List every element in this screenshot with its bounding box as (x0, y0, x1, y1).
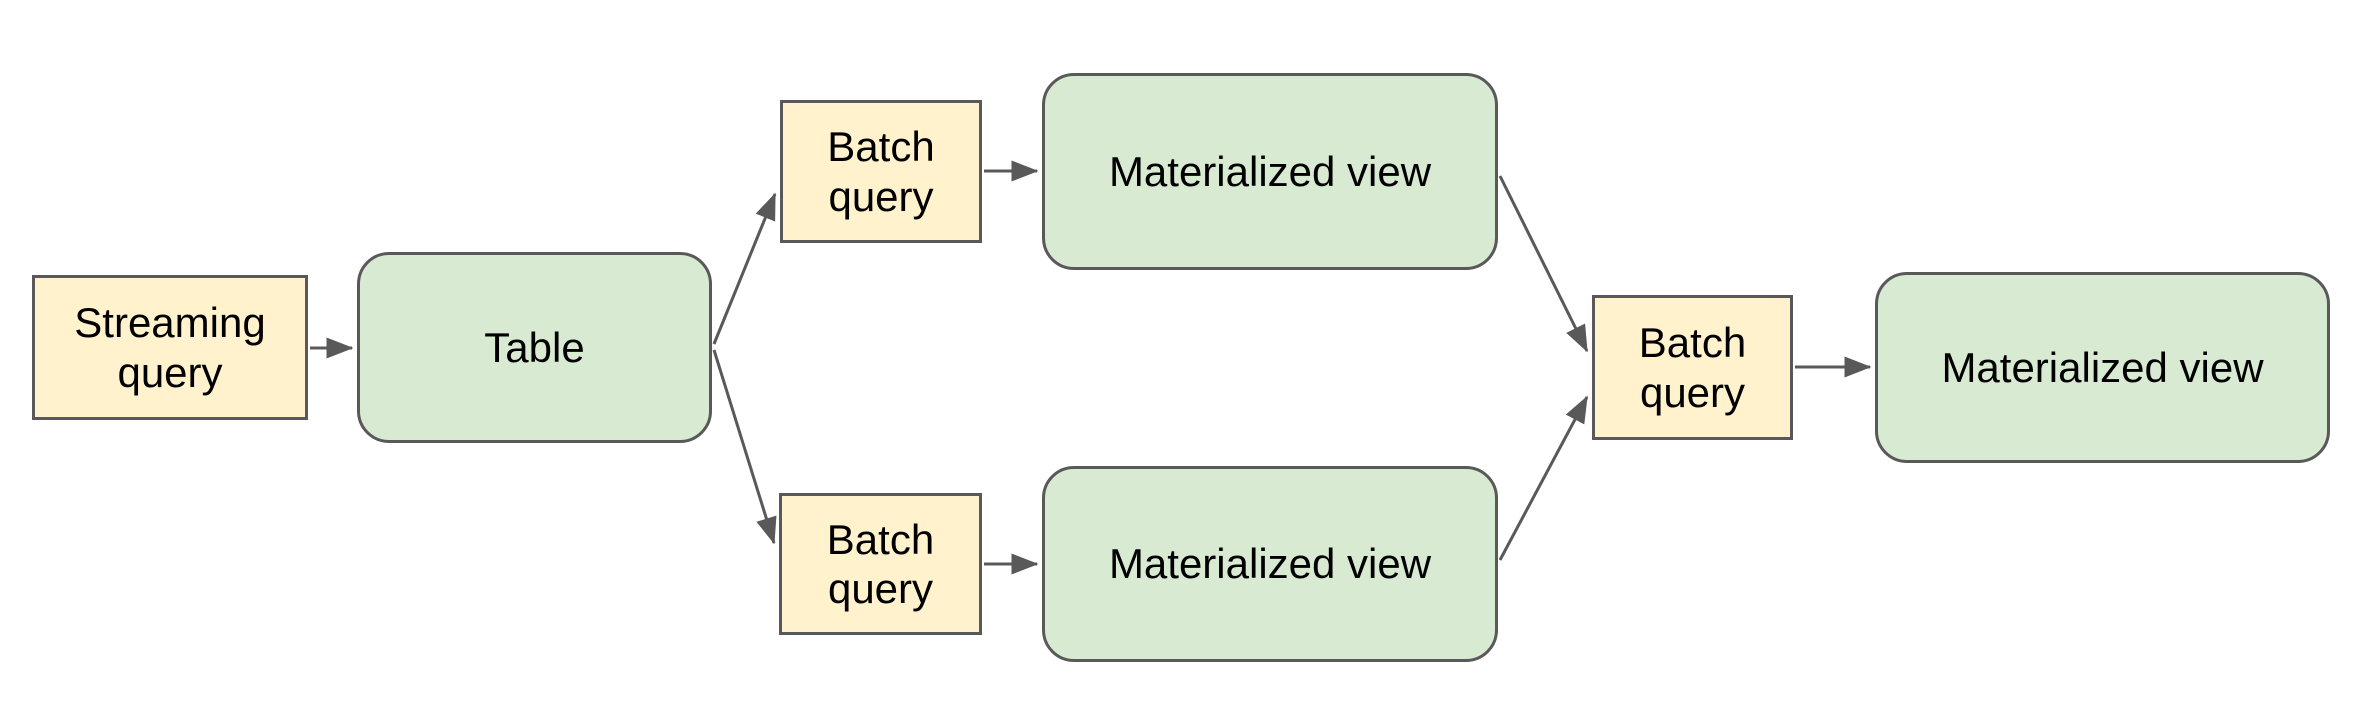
edge-table-to-batch-query-top (712, 192, 777, 345)
node-table-label: Table (484, 323, 585, 371)
node-table: Table (357, 252, 712, 443)
node-streaming-query: Streaming query (32, 275, 308, 420)
edge-table-to-batch-query-bottom (712, 349, 777, 545)
node-batch-query-merge: Batch query (1592, 295, 1793, 440)
node-batch-query-merge-label: Batch query (1638, 319, 1747, 416)
node-materialized-view-final: Materialized view (1875, 272, 2330, 463)
edge-materialized-view-bottom-to-batch-query-merge (1498, 395, 1589, 561)
node-batch-query-top-label: Batch query (827, 123, 935, 220)
node-batch-query-bottom-label: Batch query (826, 515, 935, 612)
node-batch-query-top: Batch query (780, 100, 982, 243)
node-materialized-view-top: Materialized view (1042, 73, 1498, 270)
node-materialized-view-bottom: Materialized view (1042, 466, 1498, 662)
node-materialized-view-bottom-label: Materialized view (1108, 540, 1432, 588)
node-batch-query-bottom: Batch query (779, 493, 982, 635)
edge-materialized-view-top-to-batch-query-merge (1498, 175, 1589, 353)
node-materialized-view-top-label: Materialized view (1108, 147, 1432, 195)
node-streaming-query-label: Streaming query (74, 299, 266, 396)
node-materialized-view-final-label: Materialized view (1941, 343, 2264, 391)
